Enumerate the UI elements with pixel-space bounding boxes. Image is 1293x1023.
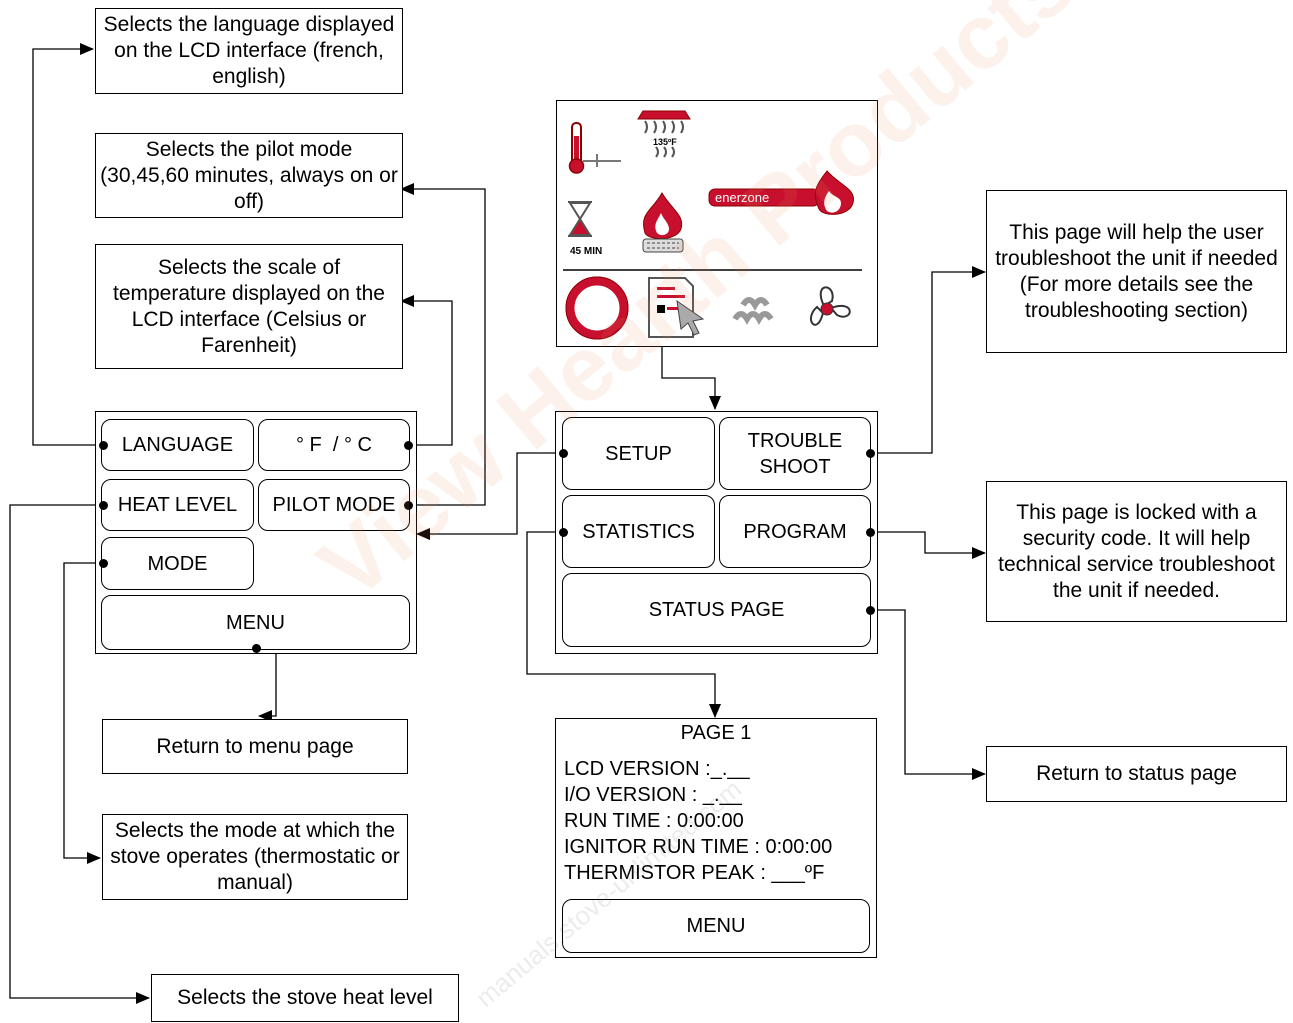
note-mode: Selects the mode at which the stove oper… bbox=[102, 814, 408, 900]
note-return-menu: Return to menu page bbox=[102, 719, 408, 774]
lcd-icons: 135ºF 45 MIN enerzone bbox=[563, 110, 862, 340]
status-page-button-label: STATUS PAGE bbox=[648, 599, 785, 621]
ignitor-icon bbox=[732, 297, 774, 325]
status-page-button[interactable]: STATUS PAGE bbox=[562, 573, 871, 647]
connector-dot bbox=[559, 528, 568, 537]
note-return-status: Return to status page bbox=[986, 746, 1287, 802]
wire-pilot bbox=[400, 183, 486, 506]
document-cursor-icon bbox=[648, 277, 705, 338]
wire-trouble bbox=[870, 266, 986, 454]
note-pilot-mode-text: Selects the pilot mode (30,45,60 minutes… bbox=[100, 137, 398, 213]
stats-line-ignitor-run-time: IGNITOR RUN TIME : 0:00:00 bbox=[564, 836, 833, 858]
lcd-screen: 135ºF 45 MIN enerzone bbox=[556, 100, 878, 347]
stats-line-lcd-version: LCD VERSION :_.__ bbox=[564, 758, 750, 780]
units-button[interactable]: ° F / ° C bbox=[258, 419, 410, 471]
stats-menu-button-label: MENU bbox=[686, 915, 746, 937]
flame-icon bbox=[642, 191, 684, 253]
connector-dot bbox=[99, 501, 108, 510]
wire-mode bbox=[63, 562, 104, 864]
note-troubleshoot-text: This page will help the user troubleshoo… bbox=[995, 220, 1278, 322]
setup-button-label: SETUP bbox=[605, 442, 672, 465]
note-pilot-mode: Selects the pilot mode (30,45,60 minutes… bbox=[95, 133, 403, 218]
note-language-text: Selects the language displayed on the LC… bbox=[103, 13, 395, 88]
fan-icon bbox=[810, 286, 851, 326]
note-heat-level: Selects the stove heat level bbox=[151, 974, 459, 1022]
stats-line-io-version: I/O VERSION : _.__ bbox=[564, 784, 742, 806]
note-program: This page is locked with a security code… bbox=[986, 481, 1287, 622]
connector-dot bbox=[559, 449, 568, 458]
heat-shield-icon bbox=[637, 110, 691, 158]
note-program-text: This page is locked with a security code… bbox=[998, 500, 1275, 602]
stats-lines: LCD VERSION :_.__ I/O VERSION : _.__ RUN… bbox=[564, 756, 832, 886]
note-return-menu-text: Return to menu page bbox=[156, 734, 354, 758]
note-language: Selects the language displayed on the LC… bbox=[95, 8, 403, 94]
setup-menu-button-label: MENU bbox=[226, 611, 285, 634]
wire-program bbox=[870, 531, 986, 559]
pilot-mode-button-label: PILOT MODE bbox=[272, 494, 396, 516]
statistics-button-label: STATISTICS bbox=[582, 520, 695, 543]
note-heat-level-text: Selects the stove heat level bbox=[177, 986, 433, 1009]
mode-button[interactable]: MODE bbox=[101, 537, 254, 590]
language-button-label: LANGUAGE bbox=[121, 434, 234, 456]
connector-dot bbox=[866, 449, 875, 458]
connector-dot bbox=[866, 606, 875, 615]
wire-setup bbox=[416, 452, 564, 540]
troubleshoot-button[interactable]: TROUBLE SHOOT bbox=[719, 417, 871, 490]
stats-line-run-time: RUN TIME : 0:00:00 bbox=[564, 810, 744, 832]
note-troubleshoot: This page will help the user troubleshoo… bbox=[986, 190, 1287, 353]
wire-status bbox=[870, 609, 986, 780]
lcd-temp-value: 135ºF bbox=[653, 137, 677, 147]
heat-level-button[interactable]: HEAT LEVEL bbox=[101, 479, 254, 531]
stats-page: PAGE 1 LCD VERSION :_.__ I/O VERSION : _… bbox=[555, 718, 877, 958]
brand-text: enerzone bbox=[715, 190, 769, 205]
note-return-status-text: Return to status page bbox=[1036, 762, 1237, 785]
wire-lcd bbox=[661, 347, 721, 410]
wire-language bbox=[32, 43, 104, 446]
pilot-mode-button[interactable]: PILOT MODE bbox=[258, 479, 410, 531]
troubleshoot-button-label-1: TROUBLE bbox=[747, 429, 843, 452]
heat-level-button-label: HEAT LEVEL bbox=[117, 494, 238, 516]
troubleshoot-button-label-2: SHOOT bbox=[759, 455, 831, 478]
setup-menu-button[interactable]: MENU bbox=[101, 595, 410, 650]
wire-menu bbox=[256, 647, 277, 722]
connector-dot bbox=[404, 441, 413, 450]
wire-units bbox=[400, 295, 453, 446]
mode-button-label: MODE bbox=[147, 552, 208, 575]
units-button-label: ° F / ° C bbox=[296, 434, 372, 456]
connector-dot bbox=[404, 501, 413, 510]
note-temp-scale-text: Selects the scale of temperature display… bbox=[112, 255, 385, 357]
lcd-timer-value: 45 MIN bbox=[570, 246, 602, 257]
connector-dot bbox=[866, 528, 875, 537]
connector-dot bbox=[99, 441, 108, 450]
connector-dot bbox=[99, 559, 108, 568]
ring-icon bbox=[565, 276, 629, 340]
connector-dot bbox=[252, 644, 261, 653]
stats-line-thermistor-peak: THERMISTOR PEAK : ___ºF bbox=[564, 862, 825, 884]
note-temp-scale: Selects the scale of temperature display… bbox=[95, 244, 403, 369]
wire-heat bbox=[9, 504, 150, 1004]
setup-button[interactable]: SETUP bbox=[562, 417, 715, 490]
brand-logo: enerzone bbox=[708, 170, 855, 215]
wire-statistics bbox=[526, 531, 721, 718]
statistics-button[interactable]: STATISTICS bbox=[562, 495, 715, 568]
program-button[interactable]: PROGRAM bbox=[719, 495, 871, 568]
stats-page-title: PAGE 1 bbox=[680, 722, 752, 744]
hourglass-icon bbox=[568, 201, 592, 237]
note-mode-text: Selects the mode at which the stove oper… bbox=[110, 819, 400, 894]
thermometer-icon bbox=[568, 122, 621, 174]
program-button-label: PROGRAM bbox=[743, 520, 847, 543]
stats-menu-button[interactable]: MENU bbox=[562, 899, 870, 953]
language-button[interactable]: LANGUAGE bbox=[101, 419, 254, 471]
